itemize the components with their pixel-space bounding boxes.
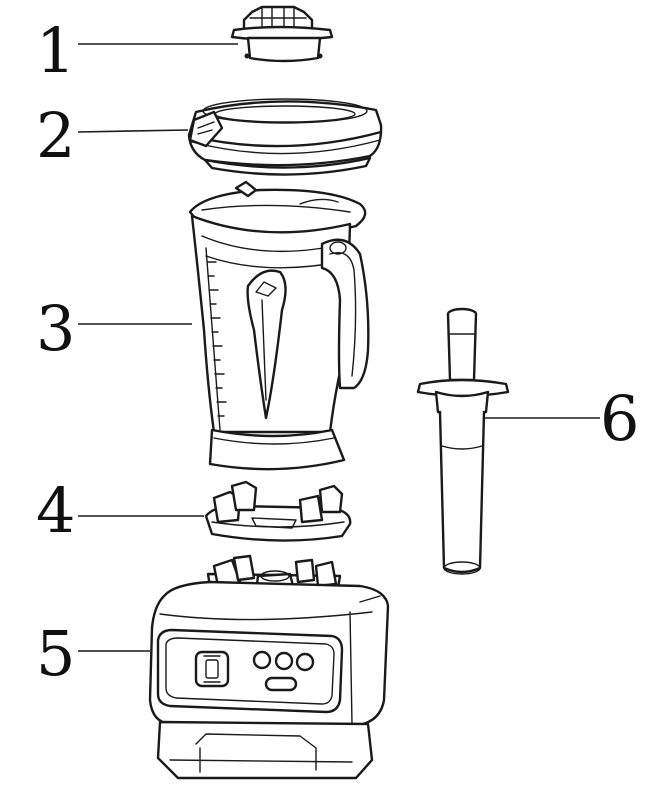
callout-number-4: 4 [36,474,75,547]
jar-pad-icon [204,480,352,542]
callout-number-2: 2 [36,99,75,172]
jar-icon [188,180,370,471]
callout-number-3: 3 [36,292,75,365]
lid-icon [187,98,383,176]
graduation-marks [206,261,227,417]
callout-number-5: 5 [36,617,75,690]
tamper-icon [416,307,510,575]
leader-line-2 [77,129,189,133]
callout-number-6: 6 [600,382,639,455]
callout-number-1: 1 [36,14,75,87]
lid-cap-icon [230,5,334,63]
motor-base-icon [148,554,390,780]
